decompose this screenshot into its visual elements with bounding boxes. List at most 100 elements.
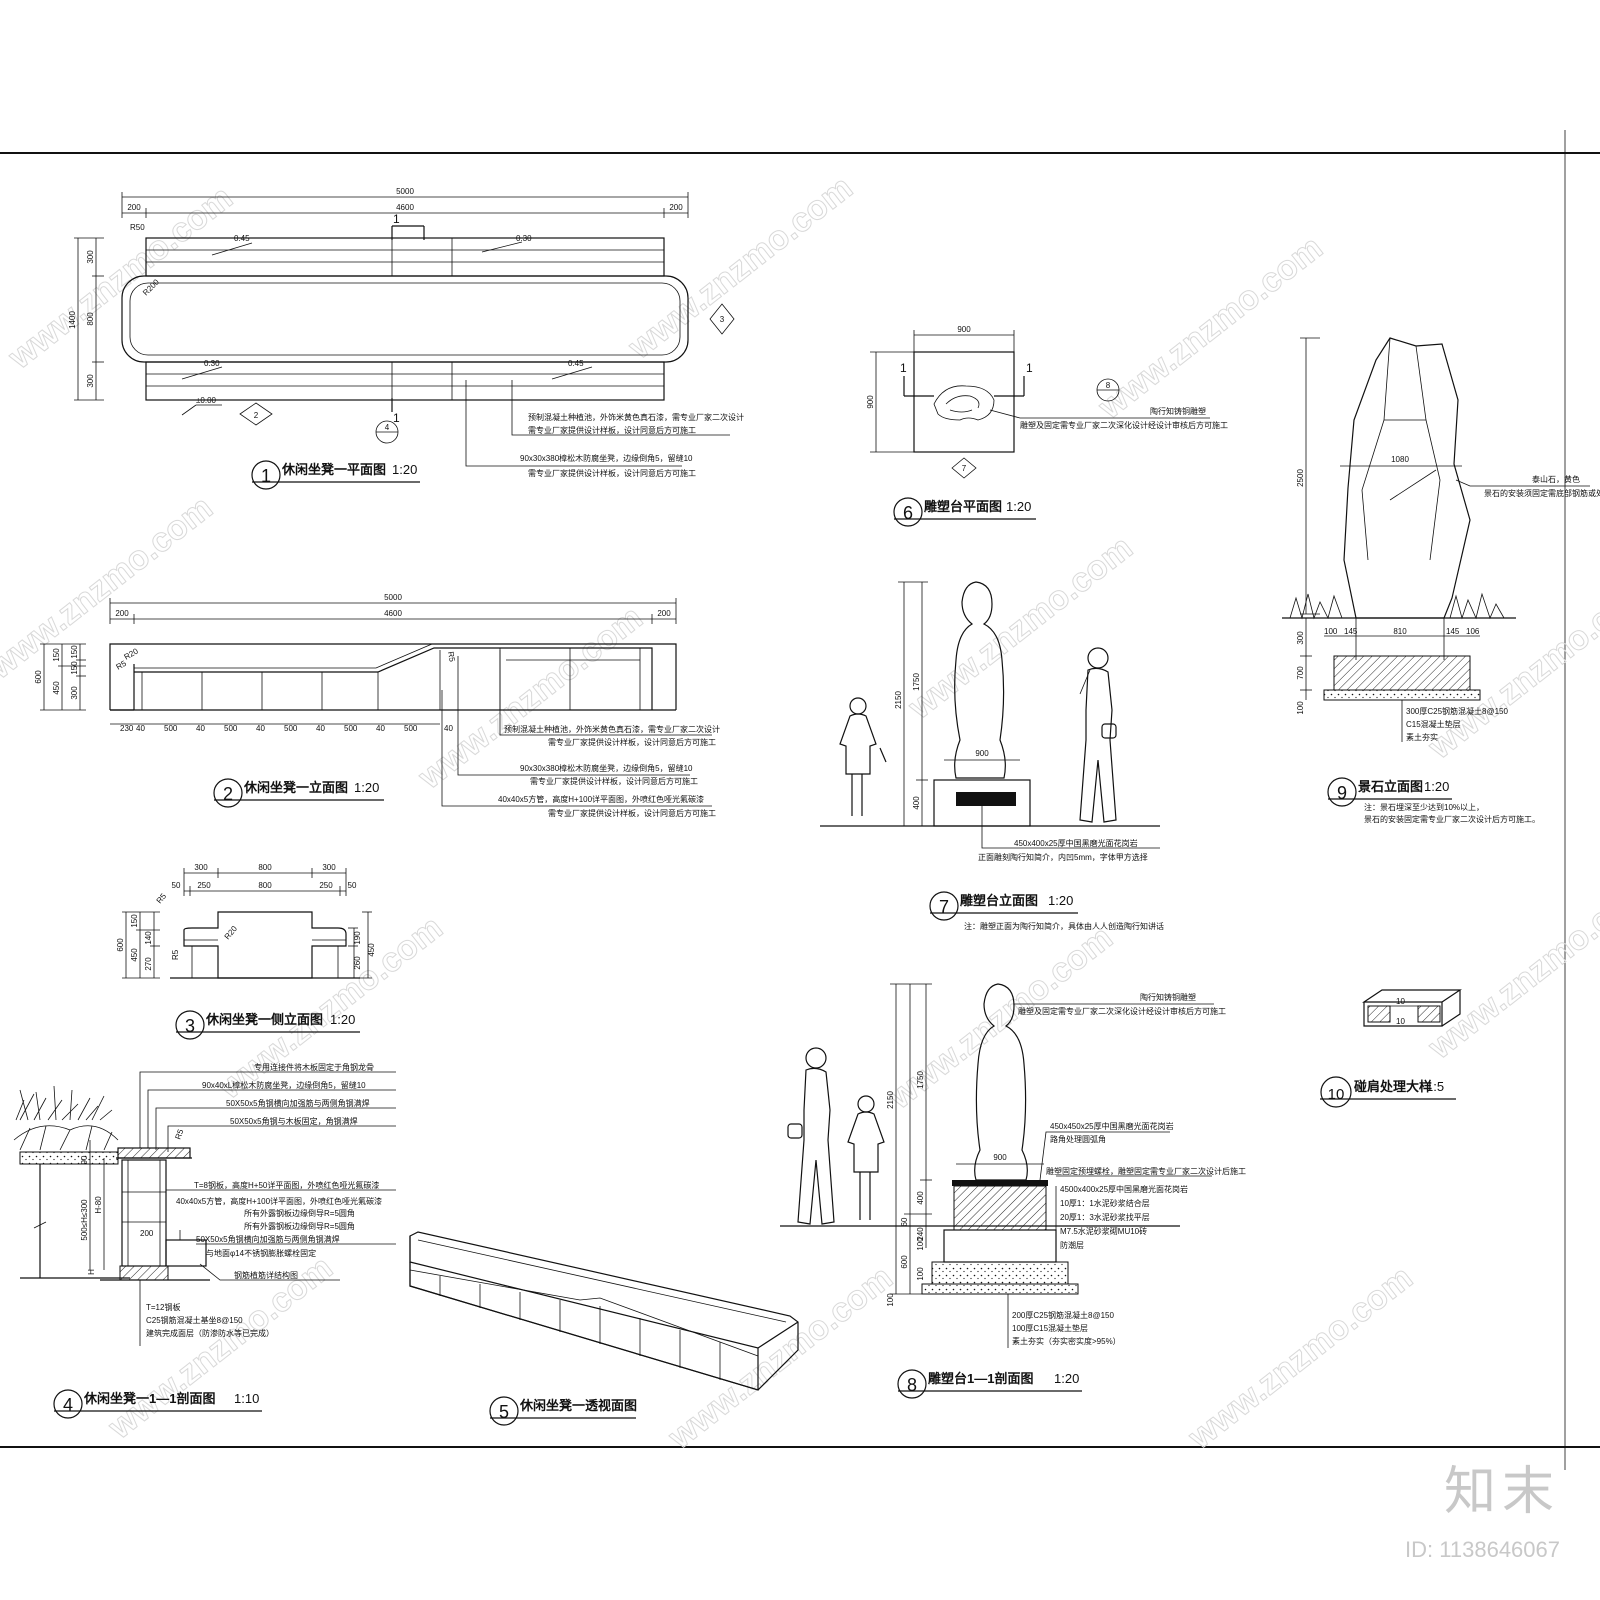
dim-bottom: 40 — [376, 724, 385, 733]
note: C15混凝土垫层 — [1406, 719, 1461, 729]
dim-base: 400 — [912, 796, 921, 810]
svg-text:1:10: 1:10 — [234, 1391, 259, 1406]
radius-r50: R50 — [130, 223, 145, 232]
svg-text:10: 10 — [1328, 1086, 1345, 1103]
note: 40x40x5方管，高度H+100详平面图，外喷红色哑光氟碳漆 — [498, 794, 704, 804]
dim-base: 810 — [1393, 627, 1407, 636]
dim-h-mid: 800 — [86, 312, 95, 326]
dim-base: 145 — [1344, 627, 1358, 636]
plant-icon — [13, 1085, 119, 1151]
title-drawing-10: 10 碰肩处理大样 1:5 — [1320, 1076, 1456, 1108]
note: 雕塑固定预埋螺栓，雕塑固定需专业厂家二次设计后施工 — [1046, 1166, 1246, 1176]
note: 40x40x5方管，高度H+100详平面图，外喷红色哑光氟碳漆 — [176, 1196, 382, 1206]
dim-mid: 4600 — [384, 609, 402, 618]
dim-h-b2: 150 — [70, 661, 79, 675]
note: 预制混凝土种植池，外饰米黄色真石漆，需专业厂家二次设计 — [528, 412, 744, 422]
drawing-1-bench-plan: 5000 200 4600 200 1400 300 800 300 R50 R… — [68, 187, 744, 490]
dim-h-total: 1400 — [68, 311, 77, 329]
svg-text:休闲坐凳一平面图: 休闲坐凳一平面图 — [281, 462, 386, 477]
dim-h-450: 450 — [52, 681, 61, 695]
note: 建筑完成面层（防渗防水等已完成） — [146, 1328, 274, 1338]
slope-3: 0.30 — [204, 359, 220, 368]
svg-text:1:20: 1:20 — [330, 1012, 355, 1027]
svg-text:7: 7 — [939, 897, 949, 917]
dim-left: 140 — [144, 931, 153, 945]
dim-sub: 50 — [172, 881, 181, 890]
person-woman-icon — [787, 1047, 835, 1225]
dim-600: 600 — [900, 1255, 909, 1269]
slope-2: 0.30 — [516, 234, 532, 243]
dim-total: 2150 — [886, 1091, 895, 1109]
callout-4: 4 — [375, 420, 399, 444]
note: 90x30x380樟松木防腐坐凳，边缘倒角5，留缝10 — [520, 763, 693, 773]
note: 50X50x5角钢横向加强筋与两侧角钢满焊 — [226, 1098, 370, 1108]
dim-h80: H-80 — [94, 1196, 103, 1214]
svg-text:2: 2 — [254, 411, 259, 420]
dim-left: 150 — [130, 914, 139, 928]
drawing-3-side-elevation: 300 800 300 50 250 800 250 50 600 450 15… — [116, 863, 376, 1040]
radius-r20: R20 — [223, 924, 240, 941]
title-drawing-6: 6 雕塑台平面图 1:20 — [893, 497, 1036, 527]
dim-h-c: 300 — [70, 686, 79, 700]
dim-sub: 250 — [319, 881, 333, 890]
drawing-10-edge-detail: 10 10 10 碰肩处理大样 1:5 — [1320, 989, 1462, 1108]
dim-bottom: 40 — [136, 724, 145, 733]
dim-a: 10 — [1396, 997, 1405, 1006]
svg-text:3: 3 — [185, 1016, 195, 1036]
svg-text:9: 9 — [1337, 783, 1347, 803]
dim-total: 5000 — [384, 593, 402, 602]
dim-v: 700 — [1296, 666, 1305, 680]
watermark-text: www.znzmo.com — [1, 178, 240, 376]
elevation-mark: ±0.00 — [196, 396, 217, 405]
image-id: ID: 1138646067 — [1405, 1537, 1560, 1562]
note: 雕塑及固定需专业厂家二次深化设计经设计审核后方可施工 — [1018, 1006, 1226, 1016]
slope-4: 0.45 — [568, 359, 584, 368]
svg-text:3: 3 — [720, 315, 725, 324]
note: 所有外露钢板边缘倒导R=5圆角 — [244, 1221, 355, 1231]
dim-right: 200 — [669, 203, 683, 212]
dim-b: 10 — [1396, 1017, 1405, 1026]
dim-bottom: 40 — [196, 724, 205, 733]
svg-text:休闲坐凳一立面图: 休闲坐凳一立面图 — [243, 780, 348, 795]
dim-v: 100 — [1296, 701, 1305, 715]
drawing-4-bench-section: 90 500≤H≤300 H-80 H 200 R5 专用连接件将木板固定于角钢… — [13, 1062, 396, 1419]
svg-text:1:20: 1:20 — [1054, 1371, 1079, 1386]
svg-text:2: 2 — [223, 784, 233, 804]
svg-text:4: 4 — [385, 423, 390, 432]
dim-left: 270 — [144, 957, 153, 971]
svg-text:雕塑台1—1剖面图: 雕塑台1—1剖面图 — [928, 1371, 1033, 1386]
section-mark-right: 1 — [1026, 361, 1033, 375]
title-drawing-9: 9 景石立面图 1:20 — [1327, 777, 1452, 807]
sheet-frame — [0, 130, 1600, 1470]
note: 90x40xL樟松木防腐坐凳，边缘倒角5，留缝10 — [202, 1080, 366, 1090]
dim-200: 200 — [140, 1229, 154, 1238]
section-mark-left: 1 — [900, 361, 907, 375]
note: 正面雕刻陶行知简介，内凹5mm，字体甲方选择 — [978, 852, 1148, 862]
person-girl-icon — [839, 697, 887, 816]
dim-90: 90 — [80, 1155, 89, 1164]
watermark-text: www.znzmo.com — [211, 908, 450, 1106]
title-drawing-3: 3 休闲坐凳一侧立面图 1:20 — [175, 1010, 360, 1040]
dim-bottom: 500 — [404, 724, 418, 733]
dim-h: 2500 — [1296, 469, 1305, 487]
grass-icon — [1289, 592, 1505, 620]
dim-100c: 100 — [886, 1293, 895, 1307]
dim-w: 900 — [957, 325, 971, 334]
svg-text:1:20: 1:20 — [1006, 499, 1031, 514]
note: 陶行知铸铜雕塑 — [1140, 992, 1196, 1002]
radius-r5b: R5 — [446, 651, 457, 663]
dim-left: 200 — [115, 609, 129, 618]
callout-2: 2 — [239, 402, 273, 426]
note: 10厚1：1水泥砂浆结合层 — [1060, 1198, 1150, 1208]
dim-240: 240 — [916, 1227, 925, 1241]
watermark-text: www.znzmo.com — [661, 1258, 900, 1456]
radius-r15: R5 — [171, 949, 180, 960]
note: 钢筋植筋详结构图 — [234, 1270, 298, 1280]
dim-v: 300 — [1296, 631, 1305, 645]
person-girl-icon — [847, 1095, 885, 1220]
section-mark-top: 1 — [393, 212, 400, 226]
note: 300厚C25钢筋混凝土8@150 — [1406, 706, 1508, 716]
dim-bottom: 40 — [444, 724, 453, 733]
footnote: 注：景石埋深至少达到10%以上， — [1364, 802, 1484, 812]
